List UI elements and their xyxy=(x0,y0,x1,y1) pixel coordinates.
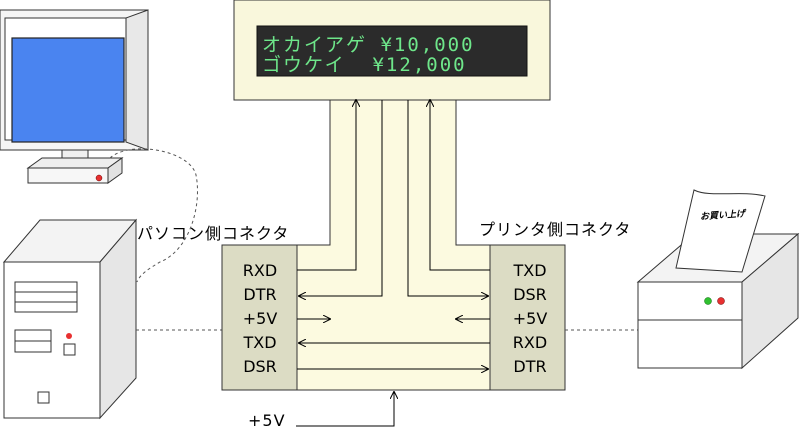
pc-connector-pins: RXD DTR +5V TXD DSR xyxy=(230,259,290,379)
printer-pin-5v: +5V xyxy=(512,309,548,328)
line-pc-dtr xyxy=(299,100,383,296)
printer-pin-dtr: DTR xyxy=(513,357,547,376)
monitor-cable xyxy=(109,148,198,283)
pc-tower-icon xyxy=(2,218,138,420)
customer-display xyxy=(233,0,551,101)
pc-pin-5v: +5V xyxy=(242,309,278,328)
line-printer-dsr xyxy=(407,100,488,296)
power-input-label: +5V xyxy=(248,411,286,430)
line-pc-rxd xyxy=(297,100,356,271)
display-screen xyxy=(256,25,528,77)
pc-pin-txd: TXD xyxy=(243,333,277,352)
line-printer-txd xyxy=(430,100,490,271)
printer-connector-pins: TXD DSR +5V RXD DTR xyxy=(500,259,560,379)
display-line-1: オカイアゲ ¥10,000 xyxy=(262,34,475,56)
signal-lines xyxy=(296,100,490,427)
line-5v-input xyxy=(296,392,394,427)
pc-pin-dsr: DSR xyxy=(243,357,277,376)
receipt-icon xyxy=(675,189,766,273)
pc-pin-rxd: RXD xyxy=(242,261,278,280)
printer-connector-label: プリンタ側コネクタ xyxy=(479,220,632,239)
monitor-icon xyxy=(0,9,149,184)
printer-pin-rxd: RXD xyxy=(512,333,548,352)
pc-pin-dtr: DTR xyxy=(243,285,277,304)
monitor-screen xyxy=(11,37,125,143)
printer-pin-txd: TXD xyxy=(513,261,547,280)
display-line-2: ゴウケイ ¥12,000 xyxy=(262,54,467,76)
printer-pin-dsr: DSR xyxy=(513,285,547,304)
pc-connector xyxy=(221,244,298,391)
printer-connector xyxy=(489,244,566,391)
pc-connector-label: パソコン側コネクタ xyxy=(137,224,290,243)
signal-bus xyxy=(296,99,491,391)
